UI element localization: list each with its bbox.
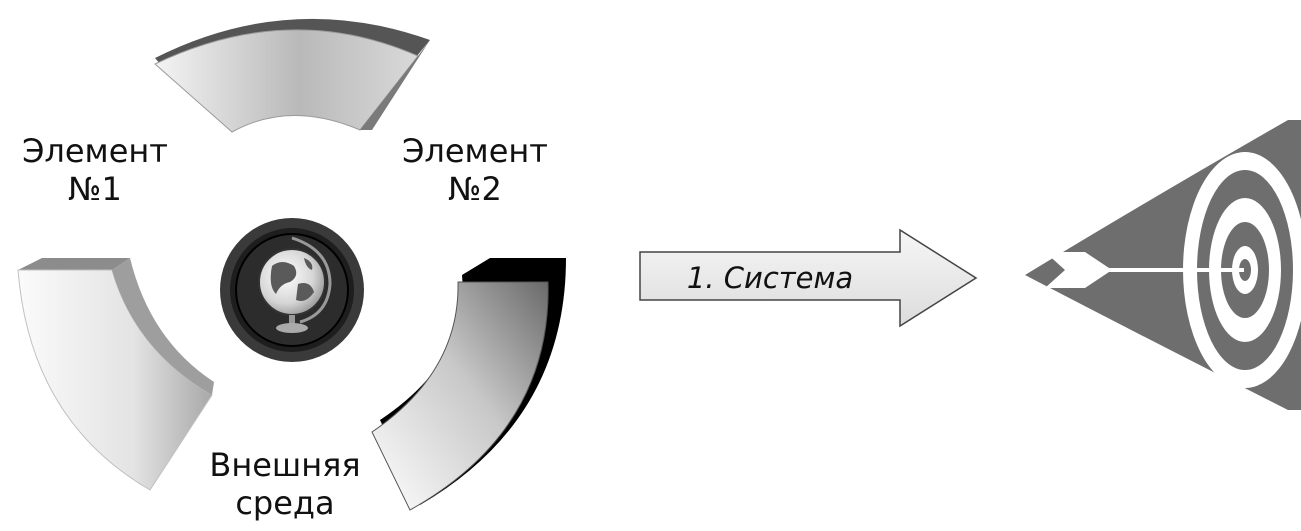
element-1-line-1: Элемент bbox=[22, 132, 168, 170]
system-arrow bbox=[639, 228, 978, 328]
element-2-label: Элемент №2 bbox=[380, 132, 570, 209]
environment-line-1: Внешняя bbox=[209, 446, 361, 484]
system-arrow-label: 1. Система bbox=[686, 261, 854, 295]
cycle-segment-left bbox=[17, 258, 214, 491]
globe-icon bbox=[220, 218, 364, 362]
element-1-label: Элемент №1 bbox=[0, 132, 190, 209]
environment-line-2: среда bbox=[235, 484, 335, 523]
element-2-line-1: Элемент bbox=[402, 132, 548, 170]
element-1-line-2: №1 bbox=[68, 170, 122, 209]
cycle-segment-right bbox=[371, 258, 566, 511]
environment-label: Внешняя среда bbox=[190, 446, 380, 523]
element-2-line-2: №2 bbox=[448, 170, 502, 209]
cycle-segment-top bbox=[154, 18, 430, 133]
target-with-arrow-icon bbox=[1025, 120, 1301, 410]
